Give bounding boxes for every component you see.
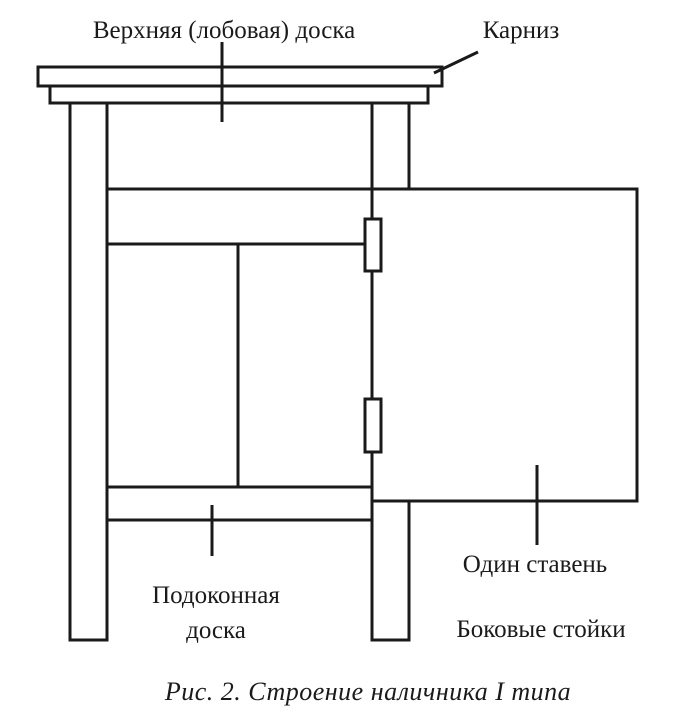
cornice	[36, 65, 444, 88]
frame-structure	[36, 65, 639, 642]
cornice-label: Карниз	[483, 17, 560, 44]
left-side-post	[68, 101, 109, 642]
side-posts-label: Боковые стойки	[456, 616, 625, 643]
top-board-label: Верхняя (лобовая) доска	[93, 17, 355, 44]
upper-hinge	[363, 217, 383, 273]
shutter-label: Один ставень	[463, 551, 607, 578]
lower-hinge	[363, 397, 383, 454]
sill-label-line1: Подоконная	[152, 582, 280, 609]
cornice-leader	[433, 50, 479, 75]
shutter	[370, 187, 639, 503]
leader-lines	[210, 42, 539, 556]
figure-caption: Рис. 2. Строение наличника I типа	[164, 677, 571, 706]
sill-label-line2: доска	[186, 617, 246, 644]
top-board-strip	[48, 84, 430, 105]
